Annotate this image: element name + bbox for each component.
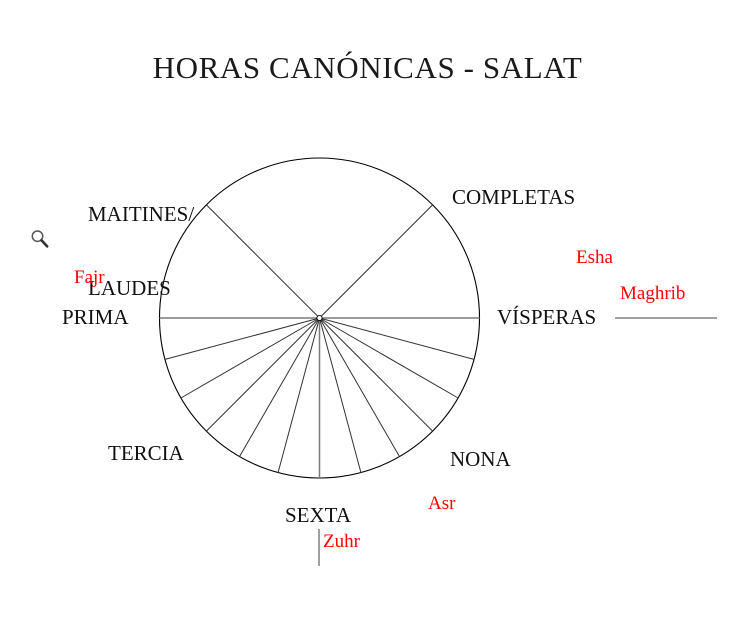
label-sexta: SEXTA: [285, 503, 351, 527]
spoke-195: [164, 317, 320, 360]
label-laudes-line2: LAUDES: [88, 275, 171, 300]
label-maitines-line1: MAITINES/: [88, 201, 195, 226]
spoke-345: [319, 317, 475, 360]
label-zuhr: Zuhr: [323, 531, 360, 552]
spoke-330: [319, 317, 459, 399]
label-visperas: VÍSPERAS: [497, 305, 597, 329]
spoke-210: [180, 317, 320, 399]
label-maitines-laudes: MAITINES/ LAUDES: [88, 152, 194, 350]
spoke-225: [206, 317, 320, 432]
label-maghrib: Maghrib: [620, 283, 686, 304]
label-esha: Esha: [576, 247, 613, 268]
wheel-hub: [316, 314, 323, 322]
spoke-285: [319, 317, 362, 473]
label-completas: COMPLETAS: [452, 185, 576, 209]
spoke-45: [319, 204, 433, 319]
spoke-255: [277, 317, 320, 473]
label-tercia: TERCIA: [108, 441, 184, 465]
search-icon[interactable]: [29, 228, 51, 250]
spoke-240: [239, 317, 320, 457]
spoke-135: [206, 204, 320, 319]
label-nona: NONA: [450, 447, 511, 471]
label-fajr: Fajr: [74, 267, 105, 288]
spoke-300: [319, 317, 400, 457]
label-prima: PRIMA: [62, 305, 129, 329]
spoke-315: [319, 317, 433, 432]
page-title: HORAS CANÓNICAS - SALAT: [152, 50, 583, 85]
label-asr: Asr: [428, 493, 456, 514]
